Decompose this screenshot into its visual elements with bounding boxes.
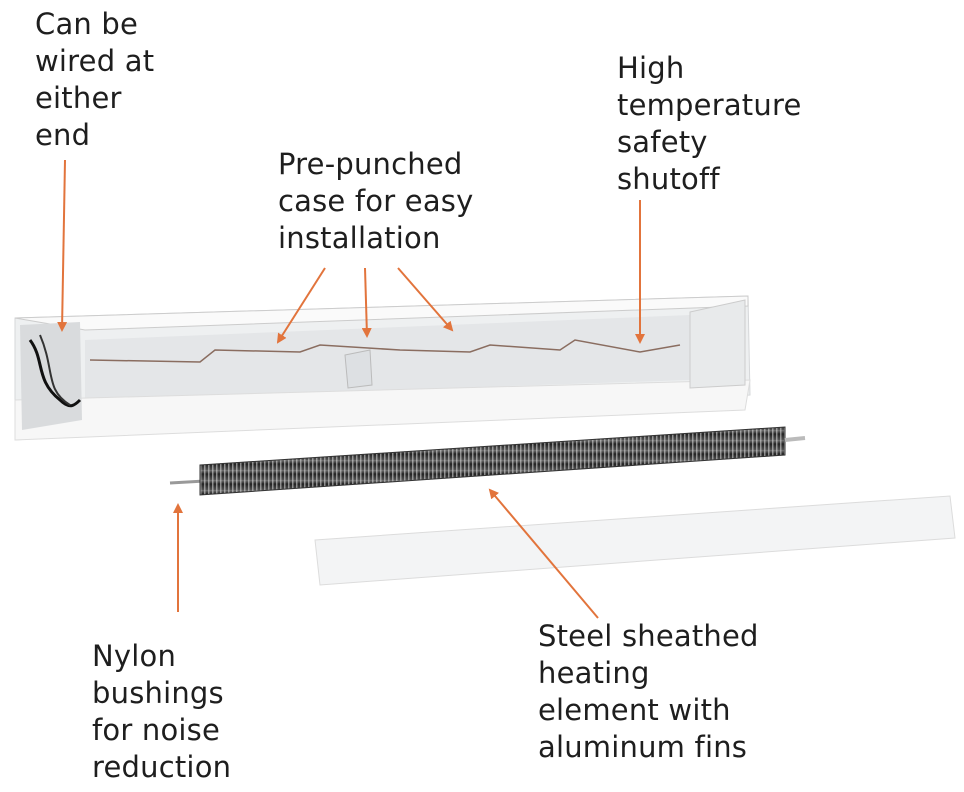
callout-line: for noise xyxy=(92,713,221,747)
callout-pre-punched: Pre-punched case for easy installation xyxy=(278,146,473,257)
callout-line: element with xyxy=(538,693,731,727)
callout-line: heating xyxy=(538,656,650,690)
callout-bushings: Nylon bushings for noise reduction xyxy=(92,638,231,786)
callout-line: installation xyxy=(278,221,441,255)
callout-line: bushings xyxy=(92,676,224,710)
callout-line: safety xyxy=(617,125,708,159)
callout-safety: High temperature safety shutoff xyxy=(617,50,801,198)
callout-line: Pre-punched xyxy=(278,147,463,181)
callout-element: Steel sheathed heating element with alum… xyxy=(538,618,759,766)
callout-line: Can be xyxy=(35,7,139,41)
callout-line: temperature xyxy=(617,88,802,122)
callout-line: case for easy xyxy=(278,184,474,218)
callout-line: either xyxy=(35,81,122,115)
callout-line: High xyxy=(617,51,685,85)
callout-line: end xyxy=(35,118,91,152)
callout-line: shutoff xyxy=(617,162,720,196)
callout-line: Nylon xyxy=(92,639,177,673)
callout-line: wired at xyxy=(35,44,155,78)
callout-arrows xyxy=(57,159,645,619)
callout-line: aluminum fins xyxy=(538,730,748,764)
housing xyxy=(14,295,751,441)
front-cover xyxy=(314,495,956,586)
callout-line: reduction xyxy=(92,750,232,784)
callout-line: Steel sheathed xyxy=(538,619,759,653)
heating-element xyxy=(169,426,806,496)
callout-wiring: Can be wired at either end xyxy=(35,6,154,154)
